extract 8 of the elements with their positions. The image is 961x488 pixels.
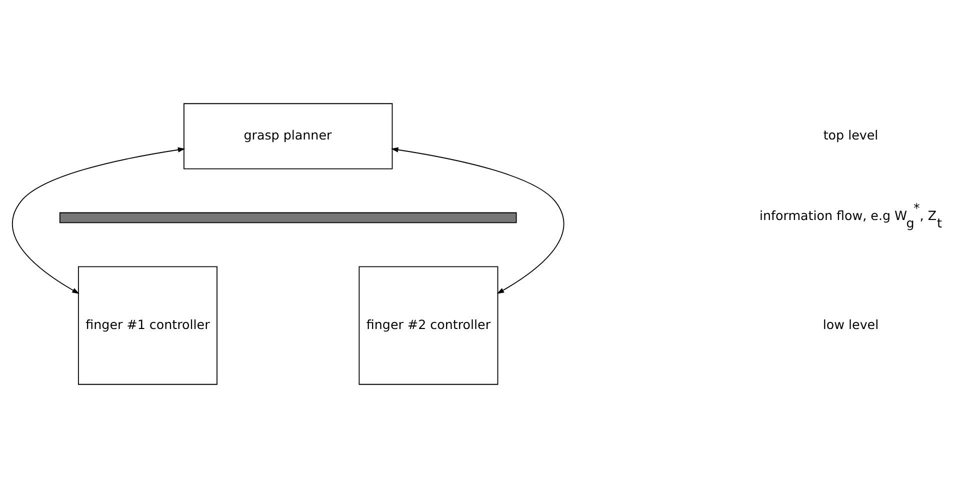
node-box: finger #2 controller [358, 266, 498, 385]
label: low level [822, 316, 879, 332]
node-bar [59, 212, 517, 224]
node-box: finger #1 controller [78, 266, 218, 385]
arrow [12, 147, 186, 294]
node-box: grasp planner [184, 103, 393, 170]
arrow [391, 147, 564, 294]
label: top level [823, 128, 878, 143]
